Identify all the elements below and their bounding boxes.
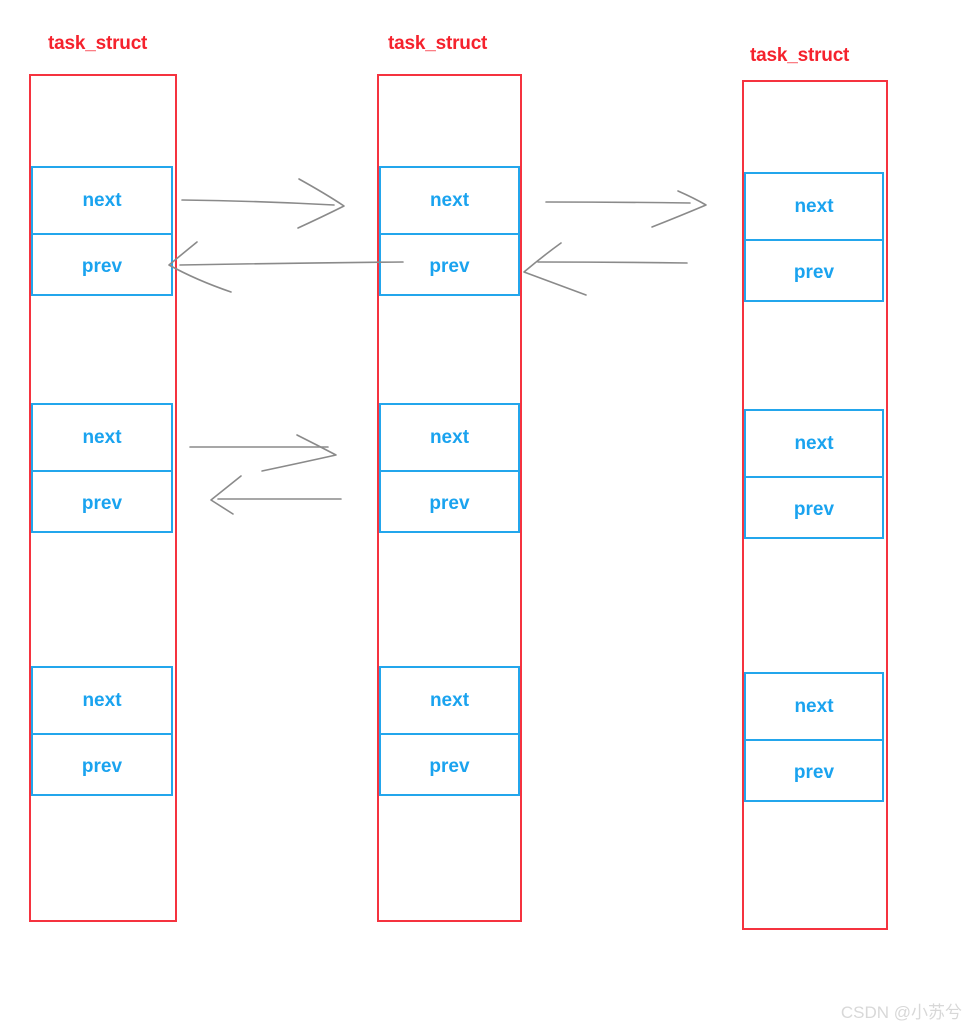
arrow-left-next-to-middle (181, 178, 345, 229)
field-next: next (82, 426, 122, 448)
arrow-middle-next-to-right (545, 190, 707, 228)
field-prev: prev (33, 733, 171, 798)
list-node-left-3: next prev (31, 666, 173, 796)
arrow-middle-prev-to-left-2 (210, 475, 342, 515)
field-next: next (429, 426, 470, 448)
struct-title-right: task_struct (750, 45, 850, 66)
field-prev: prev (746, 476, 882, 541)
list-node-middle-3: next prev (379, 666, 520, 796)
list-node-right-1: next prev (744, 172, 884, 302)
list-node-middle-1: next prev (379, 166, 520, 296)
field-prev: prev (33, 470, 171, 535)
arrow-middle-prev-to-left (168, 241, 404, 293)
field-next: next (82, 189, 122, 211)
struct-title-left: task_struct (48, 33, 148, 54)
csdn-watermark: CSDN @小苏兮 (840, 1003, 962, 1022)
field-prev: prev (33, 233, 171, 298)
field-next: next (794, 695, 834, 717)
field-prev: prev (746, 239, 882, 304)
arrow-left-next-to-middle-2 (189, 434, 337, 472)
field-next: next (794, 195, 834, 217)
list-node-right-3: next prev (744, 672, 884, 802)
field-next: next (794, 432, 834, 454)
list-node-left-1: next prev (31, 166, 173, 296)
struct-title-middle: task_struct (388, 33, 488, 54)
list-node-middle-2: next prev (379, 403, 520, 533)
list-node-left-2: next prev (31, 403, 173, 533)
field-next: next (429, 689, 470, 711)
field-prev: prev (381, 233, 518, 298)
field-prev: prev (746, 739, 882, 804)
field-prev: prev (381, 470, 518, 535)
field-next: next (429, 189, 470, 211)
field-next: next (82, 689, 122, 711)
arrow-right-prev-to-middle (523, 242, 688, 296)
list-node-right-2: next prev (744, 409, 884, 539)
field-prev: prev (381, 733, 518, 798)
